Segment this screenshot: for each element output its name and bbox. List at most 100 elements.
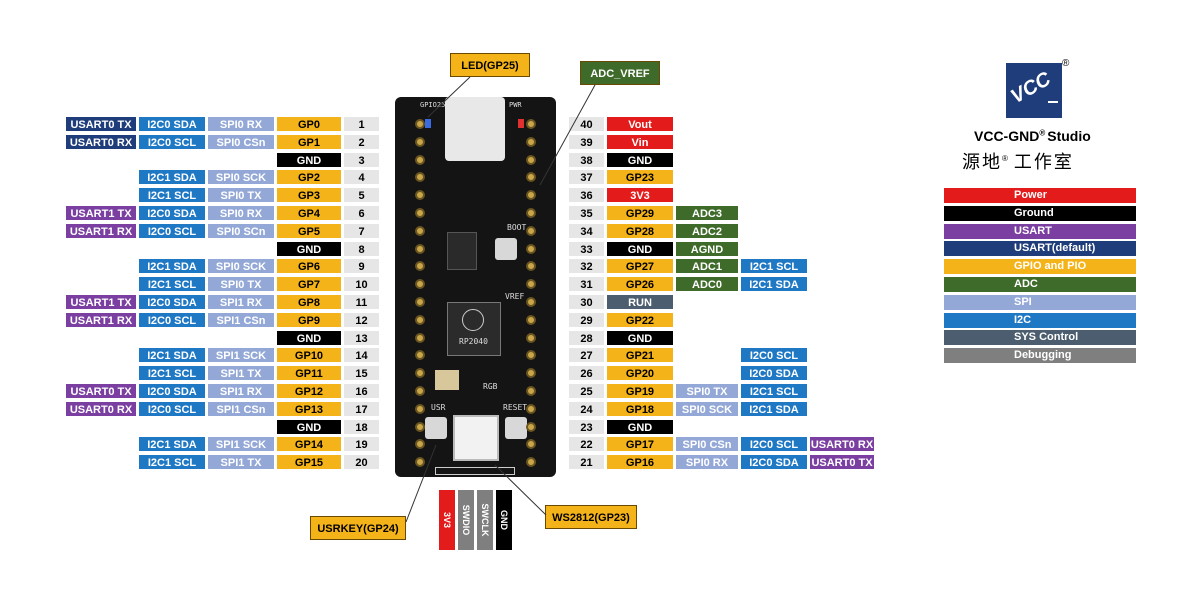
i2c-cell: I2C0 SCL: [138, 401, 206, 417]
spi-cell: SPI1 SCK: [207, 436, 275, 452]
main-function-cell: GP29: [606, 205, 674, 221]
gpio25-led-icon: [425, 119, 431, 128]
swd-pin-label: 3V3: [438, 489, 456, 551]
spi-cell: SPI0 CSn: [207, 134, 275, 150]
main-function-cell: GP16: [606, 454, 674, 470]
pin-number: 31: [568, 276, 605, 292]
main-function-cell: GP18: [606, 401, 674, 417]
gpio-cell: GP15: [276, 454, 342, 470]
i2c-cell: I2C1 SCL: [138, 276, 206, 292]
uart-cell: USART1 RX: [65, 223, 137, 239]
spi-cell: SPI1 TX: [207, 454, 275, 470]
i2c-cell: I2C1 SCL: [138, 454, 206, 470]
swd-pin-label: GND: [495, 489, 513, 551]
adc-cell: ADC1: [675, 258, 739, 274]
header-pad-icon: [415, 190, 425, 200]
header-pad-icon: [526, 386, 536, 396]
swd-pin-label: SWDIO: [457, 489, 475, 551]
uart-cell: USART0 RX: [65, 401, 137, 417]
board-image: GPIO25 PWR BOOT RP2040 VREF RGB USR RESE…: [395, 97, 556, 477]
spi-cell: SPI1 CSn: [207, 312, 275, 328]
i2c-cell: I2C0 SCL: [138, 134, 206, 150]
gpio-cell: GND: [276, 330, 342, 346]
boot-button: [495, 238, 517, 260]
header-pad-icon: [415, 368, 425, 378]
pin-number: 33: [568, 241, 605, 257]
pin-number: 36: [568, 187, 605, 203]
gpio-cell: GP14: [276, 436, 342, 452]
adc-cell: ADC0: [675, 276, 739, 292]
uart-cell: USART0 RX: [809, 436, 875, 452]
header-pad-icon: [415, 172, 425, 182]
raspberry-logo-icon: [462, 309, 484, 331]
header-pad-icon: [415, 208, 425, 218]
legend-item: USART: [943, 222, 1137, 240]
header-pad-icon: [526, 315, 536, 325]
pin-number: 16: [343, 383, 380, 399]
uart-cell: USART0 TX: [65, 116, 137, 132]
header-pad-icon: [526, 368, 536, 378]
ground-symbol-icon: [1048, 101, 1058, 111]
main-function-cell: GP21: [606, 347, 674, 363]
main-function-cell: GND: [606, 330, 674, 346]
pin-number: 35: [568, 205, 605, 221]
pin-number: 28: [568, 330, 605, 346]
pin-number: 21: [568, 454, 605, 470]
legend-label: SPI: [1014, 295, 1032, 308]
brand-name-line: VCC-GND®Studio: [974, 128, 1091, 144]
swd-pin-label: SWCLK: [476, 489, 494, 551]
legend-label: GPIO and PIO: [1014, 260, 1087, 273]
main-function-cell: GP28: [606, 223, 674, 239]
i2c-cell: I2C1 SCL: [138, 365, 206, 381]
main-function-cell: GP22: [606, 312, 674, 328]
legend-label: USART: [1014, 224, 1052, 237]
i2c-cell: I2C0 SDA: [138, 294, 206, 310]
header-pad-icon: [526, 422, 536, 432]
pin-number: 19: [343, 436, 380, 452]
gpio-cell: GP5: [276, 223, 342, 239]
usr-silk-label: USR: [431, 403, 446, 412]
header-pad-icon: [526, 279, 536, 289]
main-function-cell: Vin: [606, 134, 674, 150]
gpio-cell: GP9: [276, 312, 342, 328]
spi-cell: SPI0 SCK: [675, 401, 739, 417]
main-function-cell: GP19: [606, 383, 674, 399]
spi-cell: SPI1 CSn: [207, 401, 275, 417]
legend-label: ADC: [1014, 278, 1038, 290]
brand-reg-mark: ®: [1039, 128, 1046, 138]
rp2040-silk-label: RP2040: [459, 337, 488, 346]
pin-number: 5: [343, 187, 380, 203]
i2c-cell: I2C1 SDA: [138, 258, 206, 274]
i2c-cell: I2C0 SDA: [138, 383, 206, 399]
header-pad-icon: [526, 261, 536, 271]
main-function-cell: GND: [606, 419, 674, 435]
spi-cell: SPI0 RX: [207, 205, 275, 221]
header-pad-icon: [415, 119, 425, 129]
usb-c-connector: [445, 97, 505, 161]
pin-number: 13: [343, 330, 380, 346]
legend-item: SYS Control: [943, 329, 1137, 347]
pin-number: 37: [568, 169, 605, 185]
uart-cell: USART1 TX: [65, 294, 137, 310]
i2c-cell: I2C0 SDA: [740, 454, 808, 470]
header-pad-icon: [526, 172, 536, 182]
ws2812-led-icon: [453, 415, 499, 461]
i2c-cell: I2C0 SDA: [740, 365, 808, 381]
header-pad-icon: [526, 350, 536, 360]
brand-chinese-reg: ®: [1002, 154, 1010, 163]
gpio-cell: GP3: [276, 187, 342, 203]
spi-cell: SPI0 TX: [207, 276, 275, 292]
pin-number: 4: [343, 169, 380, 185]
pin-number: 22: [568, 436, 605, 452]
spi-cell: SPI1 RX: [207, 383, 275, 399]
main-function-cell: GP23: [606, 169, 674, 185]
i2c-cell: I2C1 SDA: [138, 169, 206, 185]
header-pad-icon: [415, 315, 425, 325]
i2c-cell: I2C1 SCL: [740, 383, 808, 399]
main-function-cell: 3V3: [606, 187, 674, 203]
pin-number: 14: [343, 347, 380, 363]
pwr-led-icon: [518, 119, 524, 128]
gpio-cell: GP0: [276, 116, 342, 132]
legend-item: Power: [943, 187, 1137, 204]
